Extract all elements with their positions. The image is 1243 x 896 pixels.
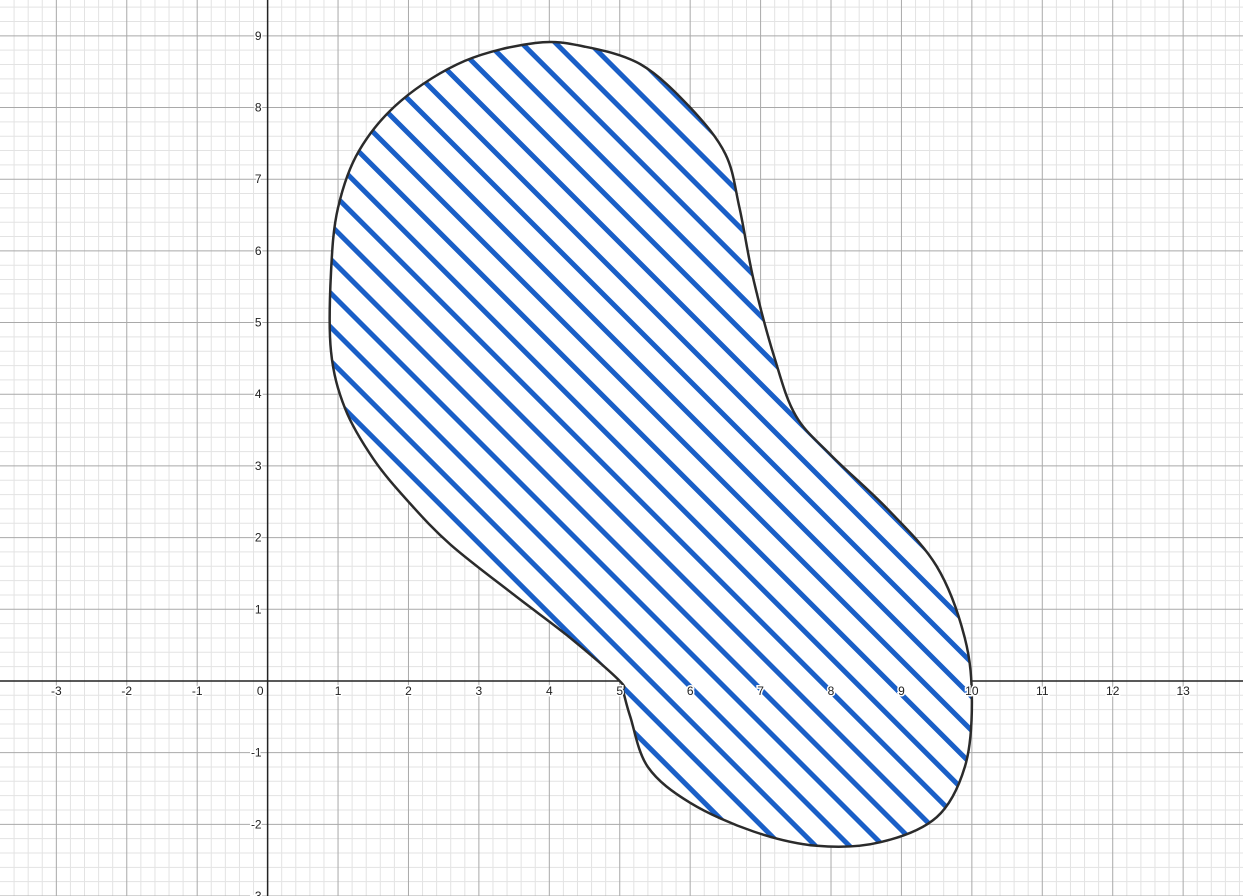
y-tick-label: 8 — [255, 101, 262, 115]
x-tick-label: 5 — [616, 684, 623, 698]
y-tick-label: 1 — [255, 602, 262, 616]
y-tick-label: 7 — [255, 172, 262, 186]
x-tick-label: 6 — [687, 684, 694, 698]
x-tick-label: 13 — [1176, 684, 1190, 698]
x-tick-label: -2 — [121, 684, 132, 698]
y-tick-label: 9 — [255, 29, 262, 43]
y-tick-label: -2 — [251, 817, 262, 831]
y-tick-label: -3 — [251, 889, 262, 896]
x-tick-label: 7 — [757, 684, 764, 698]
x-tick-label: 11 — [1036, 684, 1049, 698]
x-tick-label: 1 — [335, 684, 342, 698]
y-tick-label: 5 — [255, 316, 262, 330]
x-tick-label: 8 — [828, 684, 835, 698]
x-tick-label: -3 — [51, 684, 62, 698]
y-tick-label: 3 — [255, 459, 262, 473]
x-tick-label: 9 — [898, 684, 905, 698]
x-tick-label: 12 — [1106, 684, 1120, 698]
x-tick-label: 3 — [476, 684, 483, 698]
y-tick-label: 2 — [255, 531, 262, 545]
y-tick-label: -1 — [251, 746, 262, 760]
y-tick-label: 6 — [255, 244, 262, 258]
x-tick-label: 0 — [257, 684, 264, 698]
region-layer — [328, 40, 974, 848]
x-tick-label: 10 — [965, 684, 979, 698]
hatched-region — [329, 42, 972, 847]
x-tick-label: 2 — [405, 684, 412, 698]
x-tick-label: -1 — [192, 684, 203, 698]
x-tick-label: 4 — [546, 684, 553, 698]
y-tick-label: 4 — [255, 387, 262, 401]
y-tick-labels: -3 -2 -1 1 2 3 4 5 6 7 8 9 — [249, 27, 263, 896]
region-outline — [328, 40, 974, 848]
